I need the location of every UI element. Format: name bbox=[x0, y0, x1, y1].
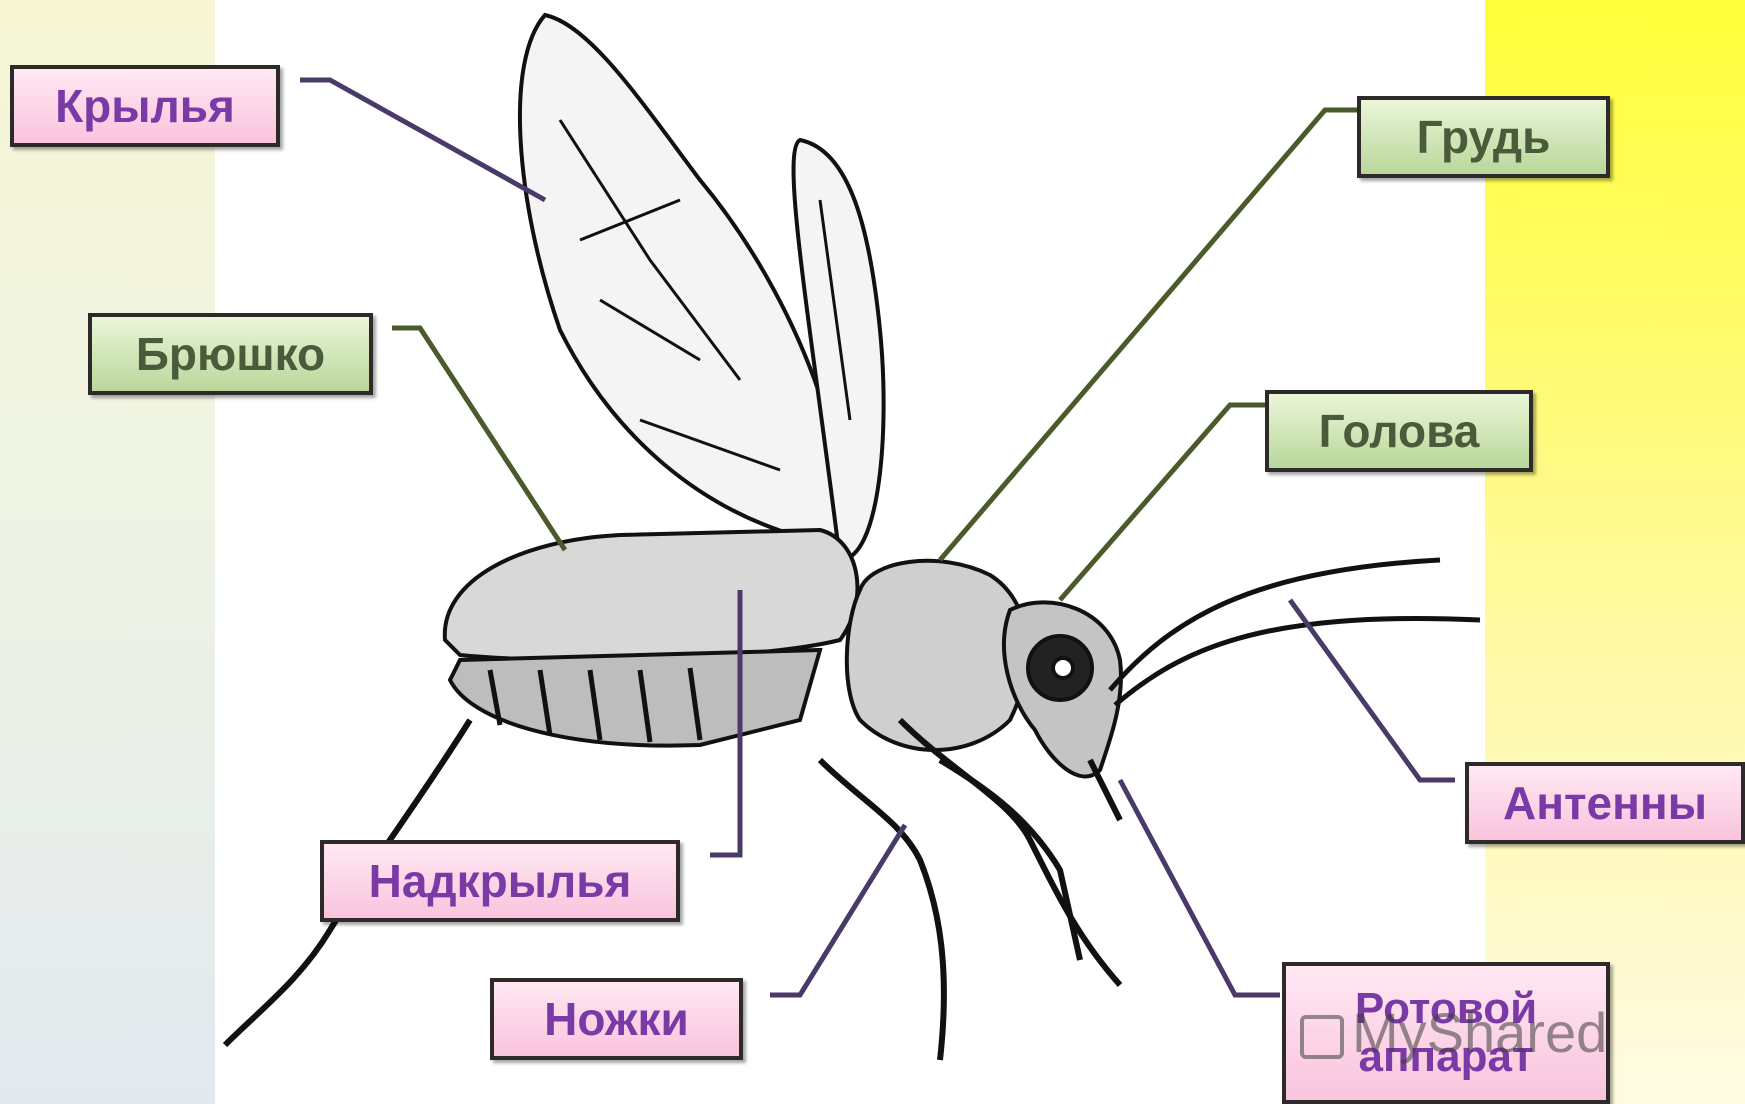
label-thorax: Грудь bbox=[1357, 96, 1610, 178]
presentation-icon bbox=[1300, 1015, 1344, 1059]
wings-leader bbox=[300, 80, 545, 200]
label-legs: Ножки bbox=[490, 978, 743, 1060]
label-elytra: Надкрылья bbox=[320, 840, 680, 922]
abdomen-leader bbox=[392, 328, 565, 550]
label-antennae: Антенны bbox=[1465, 762, 1745, 844]
label-wings: Крылья bbox=[10, 65, 280, 147]
label-abdomen: Брюшко bbox=[88, 313, 373, 395]
watermark-text: MyShared bbox=[1352, 1001, 1607, 1064]
head-leader bbox=[1060, 405, 1265, 600]
thorax-leader bbox=[940, 110, 1360, 560]
insect-wings bbox=[520, 15, 884, 560]
watermark: MyShared bbox=[1300, 1000, 1607, 1065]
antennae-leader bbox=[1290, 600, 1455, 780]
insect-antennae bbox=[1110, 560, 1480, 705]
insect-body bbox=[445, 530, 1121, 776]
label-head: Голова bbox=[1265, 390, 1533, 472]
legs-leader bbox=[770, 825, 905, 995]
mouthparts-leader bbox=[1120, 780, 1280, 995]
